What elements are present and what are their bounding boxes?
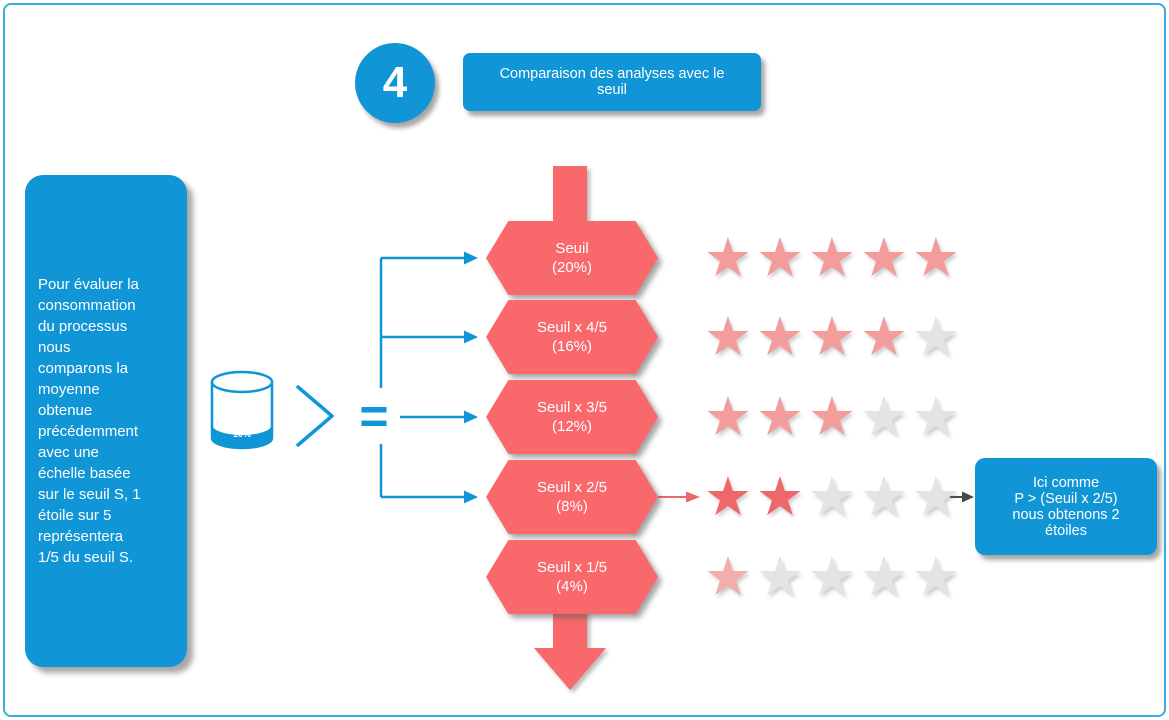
cylinder-label: 10%	[233, 429, 251, 439]
step-badge: 4	[355, 43, 435, 123]
callout-arrow	[950, 491, 974, 503]
star-empty-icon: ★	[755, 547, 805, 607]
star-filled-icon: ★	[859, 228, 909, 288]
hexagon-label: Seuil x 4/5	[536, 319, 608, 336]
star-empty-icon: ★	[807, 547, 857, 607]
star-filled-icon: ★	[807, 228, 857, 288]
description-panel: Pour évaluer la consommation du processu…	[25, 175, 187, 667]
arrowhead-icon	[686, 491, 700, 503]
star-filled-icon: ★	[859, 307, 909, 367]
hexagon-label: Seuil	[555, 240, 589, 257]
star-filled-icon: ★	[755, 387, 805, 447]
hexagon-value: (20%)	[551, 259, 592, 276]
star-filled-icon: ★	[755, 467, 805, 527]
star-empty-icon: ★	[911, 307, 961, 367]
hexagon-value: (12%)	[551, 418, 592, 435]
star-filled-icon: ★	[911, 228, 961, 288]
page-title: Comparaison des analyses avec le seuil	[499, 66, 725, 98]
threshold-hexagon-3: Seuil x 3/5 (12%)	[486, 380, 658, 454]
arrowhead-icon	[464, 251, 478, 265]
star-filled-icon: ★	[755, 307, 805, 367]
star-filled-icon: ★	[755, 228, 805, 288]
star-empty-icon: ★	[859, 387, 909, 447]
hexagon-label: Seuil x 3/5	[536, 399, 608, 416]
star-empty-icon: ★	[911, 387, 961, 447]
star-filled-icon: ★	[703, 307, 753, 367]
star-empty-icon: ★	[911, 467, 961, 527]
star-rating-row-5: ★★★★★	[702, 544, 970, 610]
star-empty-icon: ★	[859, 547, 909, 607]
star-rating-row-1: ★★★★★	[702, 225, 970, 291]
star-filled-icon: ★	[703, 228, 753, 288]
arrowhead-icon	[464, 410, 478, 424]
database-cylinder-icon: 10%	[210, 370, 274, 450]
star-rating-row-3: ★★★★★	[702, 384, 970, 450]
result-arrow	[658, 491, 700, 503]
star-filled-icon: ★	[703, 547, 753, 607]
hexagon-value: (8%)	[556, 498, 588, 515]
greater-than-icon	[296, 385, 334, 447]
title-box: Comparaison des analyses avec le seuil	[463, 53, 761, 111]
star-filled-icon: ★	[807, 307, 857, 367]
page-frame	[3, 3, 1166, 717]
star-empty-icon: ★	[911, 547, 961, 607]
description-text: Pour évaluer la consommation du processu…	[38, 276, 141, 566]
flow-arrow-top	[553, 166, 587, 232]
star-rating-row-4: ★★★★★	[702, 464, 970, 530]
hexagon-value: (16%)	[551, 338, 592, 355]
star-filled-icon: ★	[703, 387, 753, 447]
star-filled-icon: ★	[807, 387, 857, 447]
callout-text: Ici comme P > (Seuil x 2/5) nous obtenon…	[1012, 474, 1120, 539]
star-filled-icon: ★	[703, 467, 753, 527]
star-empty-icon: ★	[859, 467, 909, 527]
equals-operator: =	[359, 388, 389, 444]
arrowhead-icon	[962, 491, 974, 503]
hexagon-label: Seuil x 2/5	[536, 479, 608, 496]
threshold-hexagon-5: Seuil x 1/5 (4%)	[486, 540, 658, 614]
threshold-hexagon-2: Seuil x 4/5 (16%)	[486, 300, 658, 374]
comparison-connectors	[379, 251, 478, 504]
arrowhead-icon	[464, 330, 478, 344]
threshold-hexagon-1: Seuil (20%)	[486, 221, 658, 295]
step-number: 4	[382, 58, 408, 107]
flow-arrow-bottom	[534, 604, 606, 690]
threshold-hexagon-4: Seuil x 2/5 (8%)	[486, 460, 658, 534]
hexagon-label: Seuil x 1/5	[536, 559, 608, 576]
hexagon-value: (4%)	[556, 578, 588, 595]
arrowhead-icon	[464, 490, 478, 504]
star-rating-row-2: ★★★★★	[702, 304, 970, 370]
star-empty-icon: ★	[807, 467, 857, 527]
result-callout: Ici comme P > (Seuil x 2/5) nous obtenon…	[975, 458, 1157, 555]
